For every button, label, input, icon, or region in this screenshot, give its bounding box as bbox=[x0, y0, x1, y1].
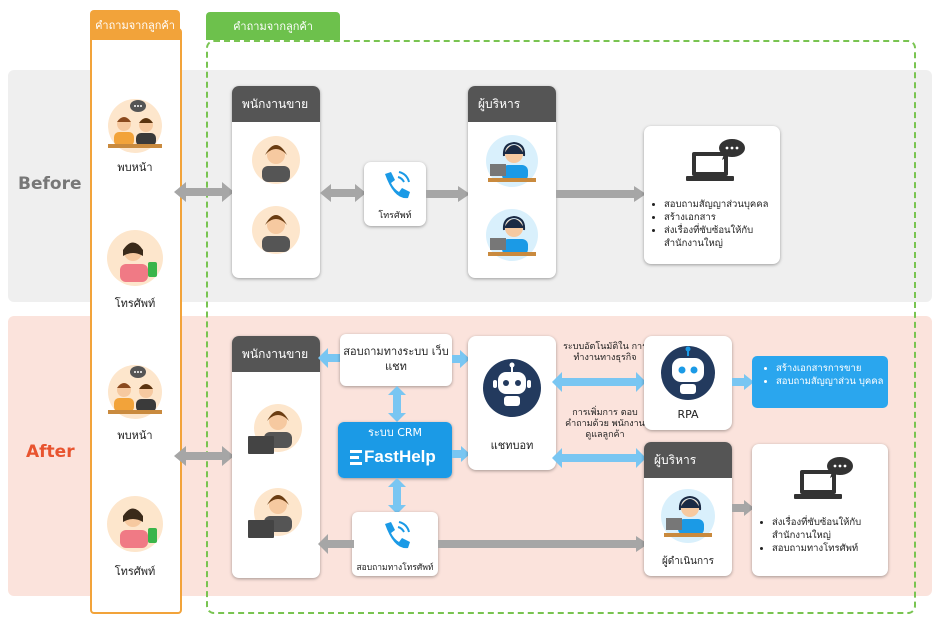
before-tasks-card: สอบถามสัญญาส่วนบุคคล สร้างเอกสาร ส่งเรื่… bbox=[644, 126, 780, 264]
customer-inquiry-tab-left: คำถามจากลูกค้า bbox=[90, 10, 180, 40]
before-sales-card: พนักงานขาย bbox=[232, 86, 320, 278]
rpa-robot-icon bbox=[661, 346, 715, 400]
before-task-item: สร้างเอกสาร bbox=[664, 211, 792, 224]
after-customer-sales-arrow bbox=[174, 446, 234, 466]
after-task-item: ส่งเรื่องที่ซับซ้อนให้กับ สำนักงานใหญ่ bbox=[772, 516, 900, 542]
rpa-task-panel: สร้างเอกสารการขาย สอบถามสัญญาส่วน บุคคล bbox=[752, 356, 888, 408]
operator-icon bbox=[661, 489, 715, 543]
before-customer-sales-arrow bbox=[174, 182, 234, 202]
rpa-box: RPA bbox=[644, 336, 732, 430]
rpa-automation-note: ระบบอัตโนมัติใน การทำงานทางธุรกิจ bbox=[563, 342, 647, 363]
fasthelp-logo-text: FastHelp bbox=[364, 447, 436, 466]
chatbot-manager-arrow bbox=[552, 448, 646, 468]
phone-inquiry-box: สอบถามทางโทรศัพท์ bbox=[352, 512, 438, 576]
crm-title: ระบบ CRM bbox=[338, 422, 452, 442]
after-face-to-face-label: พบหน้า bbox=[117, 429, 153, 442]
before-task-list: สอบถามสัญญาส่วนบุคคล สร้างเอกสาร ส่งเรื่… bbox=[650, 198, 792, 250]
system-frame bbox=[206, 40, 916, 614]
before-label: Before bbox=[18, 174, 82, 194]
before-sales-title: พนักงานขาย bbox=[232, 86, 320, 122]
webchat-chatbot-arrow bbox=[452, 350, 470, 368]
laptop-icon bbox=[794, 457, 853, 499]
rpa-task-item: สร้างเอกสารการขาย bbox=[776, 362, 902, 375]
chatbot-box: แชทบอท bbox=[468, 336, 556, 470]
fasthelp-logo-area: FastHelp bbox=[338, 442, 452, 478]
rpa-task-item: สอบถามสัญญาส่วน บุคคล bbox=[776, 375, 902, 388]
web-chat-inquiry-label: สอบถามทางระบบ เว็บแชท bbox=[343, 345, 449, 373]
after-manager-tasks-arrow bbox=[732, 500, 754, 516]
rpa-task-list: สร้างเอกสารการขาย สอบถามสัญญาส่วน บุคคล bbox=[760, 362, 902, 388]
after-sales-webchat-arrow bbox=[318, 348, 342, 368]
after-phone-label: โทรศัพท์ bbox=[114, 565, 156, 578]
phone-customer-icon bbox=[107, 230, 163, 286]
phone-icon bbox=[385, 521, 410, 549]
phone-customer-icon-after bbox=[107, 496, 163, 552]
phone-icon bbox=[385, 171, 410, 199]
phone-inquiry-label: สอบถามทางโทรศัพท์ bbox=[356, 563, 434, 573]
after-sales-card: พนักงานขาย bbox=[232, 336, 320, 578]
rpa-tasks-arrow bbox=[732, 374, 754, 390]
sales-staff-icon bbox=[252, 136, 300, 184]
before-task-item: ส่งเรื่องที่ซับซ้อนให้กับ สำนักงานใหญ่ bbox=[664, 224, 792, 250]
crm-box: ระบบ CRM FastHelp bbox=[338, 422, 452, 478]
rpa-label: RPA bbox=[677, 408, 699, 421]
crm-phone-arrow bbox=[388, 478, 406, 514]
after-sales-phone-arrow bbox=[318, 534, 354, 554]
face-to-face-icon-after bbox=[108, 365, 162, 419]
before-face-to-face-label: พบหน้า bbox=[117, 161, 153, 174]
operator-icon bbox=[486, 209, 538, 261]
sales-staff-laptop-icon bbox=[248, 488, 302, 538]
before-phone-box: โทรศัพท์ bbox=[364, 162, 426, 226]
phone-manager-arrow bbox=[438, 536, 648, 552]
before-manager-tasks-arrow bbox=[556, 186, 646, 202]
laptop-icon bbox=[686, 139, 745, 181]
before-manager-title: ผู้บริหาร bbox=[468, 86, 556, 122]
after-sales-title: พนักงานขาย bbox=[232, 336, 320, 372]
crm-chatbot-arrow bbox=[452, 446, 470, 462]
webchat-crm-arrow bbox=[388, 386, 406, 422]
web-chat-inquiry-box: สอบถามทางระบบ เว็บแชท bbox=[340, 334, 452, 386]
chatbot-label: แชทบอท bbox=[490, 439, 534, 452]
fasthelp-logo-icon bbox=[350, 450, 362, 466]
customer-inquiry-tab-right: คำถามจากลูกค้า bbox=[206, 12, 340, 40]
chatbot-robot-icon bbox=[483, 359, 541, 417]
before-phone-label-box: โทรศัพท์ bbox=[378, 211, 412, 221]
sales-staff-laptop-icon bbox=[248, 404, 302, 454]
before-task-item: สอบถามสัญญาส่วนบุคคล bbox=[664, 198, 792, 211]
before-sales-phone-arrow bbox=[320, 184, 366, 202]
after-manager-title: ผู้บริหาร bbox=[644, 442, 732, 478]
after-manager-card: ผู้บริหาร ผู้ดำเนินการ bbox=[644, 442, 732, 576]
after-task-item: สอบถามทางโทรศัพท์ bbox=[772, 542, 900, 555]
before-manager-card: ผู้บริหาร bbox=[468, 86, 556, 278]
before-phone-manager-arrow bbox=[426, 186, 470, 202]
operator-label: ผู้ดำเนินการ bbox=[661, 556, 715, 567]
operator-escalation-note: การเพิ่มการ ตอบคำถามด้วย พนักงานดูแลลูกค… bbox=[565, 408, 645, 440]
after-label: After bbox=[26, 442, 75, 462]
after-task-list: ส่งเรื่องที่ซับซ้อนให้กับ สำนักงานใหญ่ ส… bbox=[758, 516, 900, 555]
sales-staff-icon bbox=[252, 206, 300, 254]
after-tasks-card: ส่งเรื่องที่ซับซ้อนให้กับ สำนักงานใหญ่ ส… bbox=[752, 444, 888, 576]
operator-icon bbox=[486, 135, 538, 187]
chatbot-rpa-arrow bbox=[552, 372, 646, 392]
face-to-face-icon bbox=[108, 99, 162, 153]
before-phone-label: โทรศัพท์ bbox=[114, 297, 156, 310]
